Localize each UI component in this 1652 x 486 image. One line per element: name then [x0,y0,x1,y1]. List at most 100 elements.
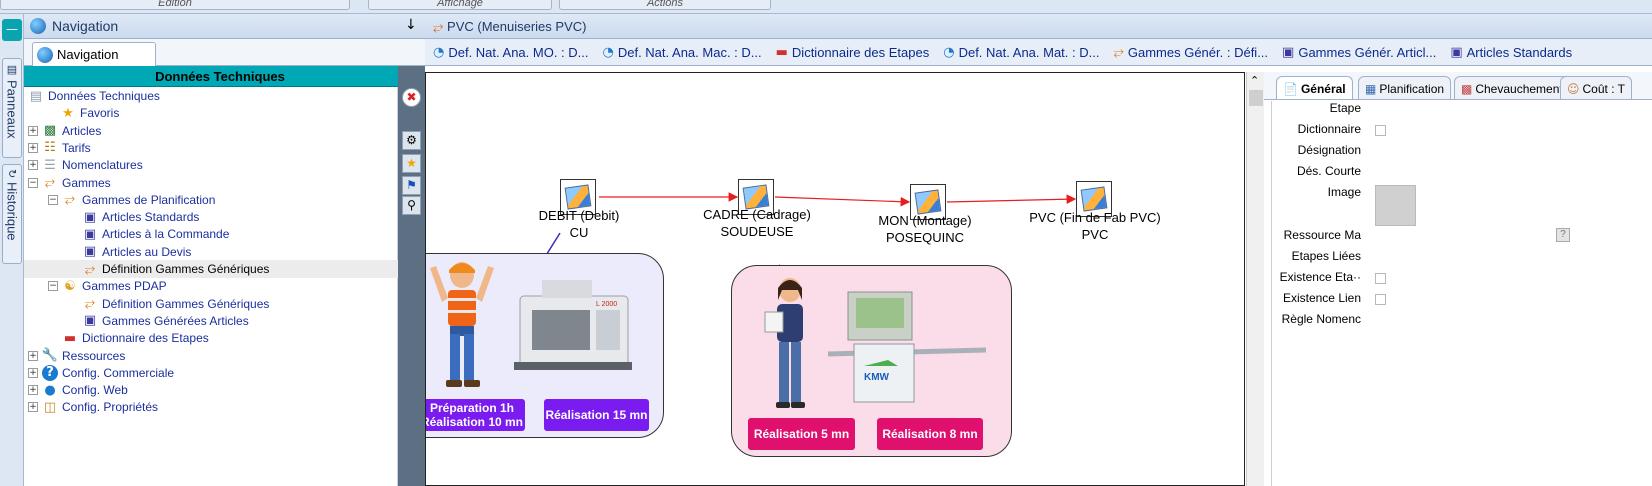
tab-historique[interactable]: ↻ Historique [2,164,22,264]
document-tab-label: Dictionnaire des Etapes [791,44,930,60]
cnc-machine-illustration: L 2000 [514,280,632,370]
vertical-scrollbar[interactable]: ⌃ [1246,72,1264,486]
property-label: Dés. Courte [1296,164,1361,178]
tree-item-label: Config. Propriétés [62,400,159,415]
navigation-tabbar: Navigation [24,39,425,66]
help-icon: ? [42,364,58,381]
tree-item[interactable]: −⥂ Gammes de Planification [48,191,215,209]
help-icon[interactable]: ? [1556,228,1570,242]
tree-item[interactable]: ★Favoris [46,104,119,122]
tree-item-label: Gammes Générées Articles [102,313,249,328]
ribbon-group-actions[interactable]: Actions [559,0,771,10]
tree-item[interactable]: +▩Articles [28,122,101,140]
pin-icon[interactable]: ↓ [405,17,417,33]
scroll-up-icon[interactable]: ⌃ [1250,74,1260,87]
gamme-icon: ⥂ [433,20,444,35]
property-checkbox[interactable] [1375,294,1386,305]
document-tab[interactable]: ◔Def. Nat. Ana. MO. : D... [433,45,589,60]
expander-icon[interactable]: − [48,281,58,292]
flag-icon[interactable]: ⚑ [402,176,421,195]
tree-item[interactable]: +●Config. Web [28,381,128,399]
property-checkbox[interactable] [1375,125,1386,136]
step-label-pvc: PVC (Fin de Fab PVC)PVC [1029,210,1161,242]
tree-item[interactable]: ▣Articles à la Commande [68,225,230,243]
tree-item[interactable]: +☷Tarifs [28,139,91,157]
property-tab[interactable]: ▩Chevauchement [1454,76,1570,99]
panel-toggle-icon[interactable]: — [2,19,22,41]
tree-item[interactable]: −☯Gammes PDAP [48,277,167,295]
globe-icon [30,18,46,34]
settings-icon[interactable]: ⚙ [402,131,421,150]
worker-illustration [430,262,494,387]
document-tab[interactable]: ▬Dictionnaire des Etapes [776,45,930,60]
tree-item[interactable]: ▣Articles Standards [68,208,200,226]
document-tab[interactable]: ⥂Gammes Génér. : Défi... [1113,45,1268,60]
gamme-icon: ⥂ [64,192,76,208]
flow-arrow[interactable] [774,196,911,207]
close-icon[interactable]: ✖ [402,88,421,107]
expander-icon[interactable]: + [28,160,38,171]
tree-item-label: Gammes [62,175,111,190]
tree-item[interactable]: ▣Gammes Générées Articles [68,312,249,330]
expander-icon[interactable]: + [28,142,38,153]
tree-item-label: Dictionnaire des Etapes [82,331,209,346]
property-tab[interactable]: ☺Coût : T [1560,76,1632,99]
image-placeholder[interactable] [1375,185,1416,226]
document-header: ⥂ PVC (Menuiseries PVC) [425,14,1652,39]
property-tab[interactable]: ▦Planification [1358,76,1452,99]
tree-item-label: Articles [62,123,102,138]
tab-navigation[interactable]: Navigation [32,42,156,66]
tree-item[interactable]: ▣Articles au Devis [68,243,192,261]
tree-item[interactable]: +?Config. Commerciale [28,364,174,382]
expander-icon[interactable]: + [28,367,38,378]
pie-icon: ◔ [433,44,445,60]
tree-item[interactable]: +🔧Ressources [28,347,125,365]
cube-icon: ▣ [83,226,97,242]
dictionary-icon: ▬ [775,44,788,60]
step-node-cadre[interactable] [738,179,774,215]
expander-icon[interactable]: − [28,177,38,188]
document-tab[interactable]: ▣Gammes Génér. Articl... [1282,45,1436,60]
navigation-title: Navigation [52,18,119,34]
tab-panneaux[interactable]: ▤ Panneaux [2,58,22,158]
star-icon[interactable]: ★ [402,154,421,173]
step-icon [1080,186,1108,212]
expander-icon[interactable]: + [28,350,38,361]
ribbon-group-edition[interactable]: Edition [0,0,350,10]
tree-item[interactable]: +☰Nomenclatures [28,156,143,174]
resource-bubble-cadre: KMW Réalisation 5 mn Réalisation 8 mn [731,265,1012,457]
document-title: PVC (Menuiseries PVC) [447,19,587,34]
step-node-pvc[interactable] [1076,181,1112,217]
tab-historique-label: Historique [4,182,20,241]
flow-arrow[interactable] [946,194,1077,204]
document-tab[interactable]: ▣Articles Standards [1450,45,1572,60]
step-node-montage[interactable] [910,184,946,220]
arrows-layer [539,192,1077,281]
duration-badge: Réalisation 15 mn [544,399,649,431]
tree-item[interactable]: ⥂Définition Gammes Génériques [24,260,398,278]
property-tab[interactable]: 📄Général [1276,76,1353,99]
property-checkbox[interactable] [1375,273,1386,284]
document-tab[interactable]: ◔Def. Nat. Ana. Mat. : D... [943,45,1099,60]
gamme-icon: ⥂ [84,296,96,312]
expander-icon[interactable]: + [28,402,38,413]
tree-item-label: Définition Gammes Génériques [102,262,270,276]
search-icon[interactable]: ⚲ [402,196,421,215]
expander-icon[interactable]: + [28,125,38,136]
document-tab[interactable]: ◔Def. Nat. Ana. Mac. : D... [603,45,762,60]
gamme-diagram[interactable]: DEBIT (Debit)CU CADRE (Cadrage)SOUDEUSE … [425,72,1245,486]
tree-item-label: Gammes de Planification [82,192,216,207]
tree-item[interactable]: ⥂Définition Gammes Génériques [68,295,270,313]
expander-icon[interactable]: + [28,385,38,396]
tree-item[interactable]: +◫Config. Propriétés [28,398,158,416]
step-node-debit[interactable] [560,179,596,215]
table-icon: ▤ [29,88,43,104]
ribbon-group-affichage[interactable]: Affichage [368,0,552,10]
tree-item[interactable]: ▤Données Techniques [28,87,160,105]
expander-icon[interactable]: − [48,194,58,205]
scroll-thumb[interactable] [1249,90,1263,106]
tree-item[interactable]: −⥂Gammes [28,174,111,192]
tree-item[interactable]: ▬Dictionnaire des Etapes [48,329,209,347]
